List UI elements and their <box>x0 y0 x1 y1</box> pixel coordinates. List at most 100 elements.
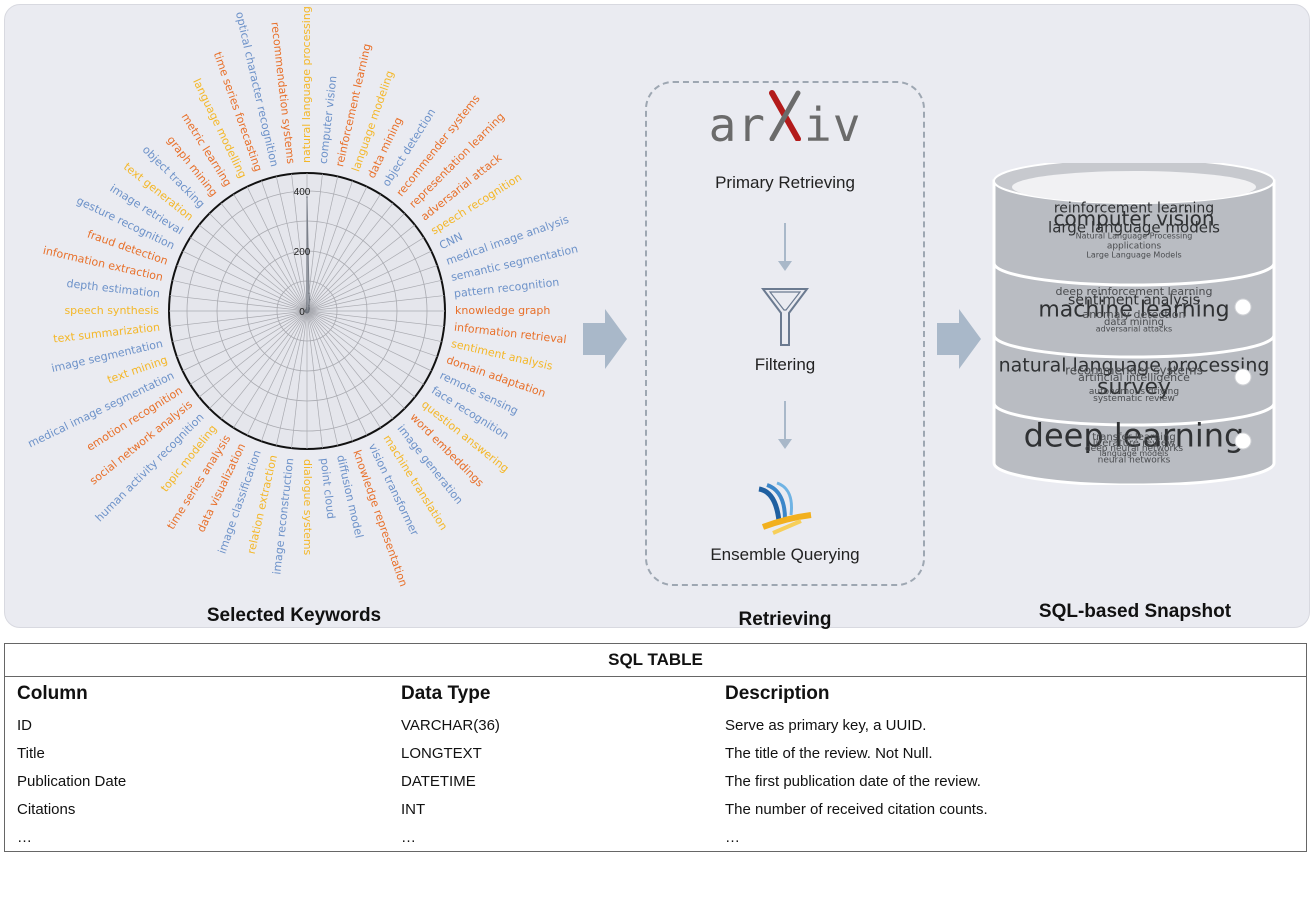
radar-spoke <box>198 224 308 312</box>
radar-spoke <box>169 295 308 312</box>
retrieving-box: ar iv Primary Retrieving Filtering <box>645 81 925 586</box>
radar-spoke <box>306 265 438 312</box>
radar-spoke <box>306 310 339 446</box>
cylinder-segment <box>992 261 1276 359</box>
arxiv-x-icon <box>766 90 804 145</box>
sql-snapshot-title: SQL-based Snapshot <box>1038 601 1232 622</box>
cylinder-dot-icon <box>1234 368 1252 386</box>
down-arrow-icon <box>778 401 792 449</box>
radar-spoke <box>306 310 394 420</box>
primary-retrieving-label: Primary Retrieving <box>715 173 855 192</box>
datatype-header: Data Type <box>401 683 491 704</box>
cloud-word: anomaly detection <box>1083 308 1186 321</box>
cloud-word: data mining <box>1104 317 1164 328</box>
flow-arrows <box>583 309 981 369</box>
radar-point <box>308 298 311 301</box>
cloud-word: artificial intelligence <box>1078 371 1190 384</box>
radar-spoke <box>169 310 308 327</box>
table-row: Title LONGTEXT The title of the review. … <box>5 739 1307 767</box>
radar-spoke <box>306 310 416 398</box>
radar-spoke <box>182 250 308 312</box>
radial-tick-label: 0 <box>299 307 305 318</box>
radar-spoke <box>306 310 445 327</box>
radar-spoke <box>291 173 308 312</box>
cloud-word: language models <box>1100 449 1169 458</box>
ensemble-querying-label: Ensemble Querying <box>710 545 860 564</box>
cloud-word: Natural Language Processing <box>1076 231 1193 240</box>
radar-spoke <box>306 176 339 312</box>
radial-tick-label: 200 <box>294 247 311 258</box>
table-cell: DATETIME <box>401 772 476 790</box>
radar-spoke <box>306 193 381 312</box>
arxiv-logo-right: iv <box>804 98 862 152</box>
radar-spoke <box>172 310 308 343</box>
table-row: ID VARCHAR(36) Serve as primary key, a U… <box>5 711 1307 739</box>
radar-spoke <box>306 310 442 343</box>
cylinder-dot-icon <box>1234 432 1252 450</box>
radar-spoke <box>306 310 368 436</box>
radar-spoke <box>246 310 308 436</box>
cylinder-segment <box>992 179 1276 287</box>
table-cell: VARCHAR(36) <box>401 716 500 734</box>
radar-spoke <box>306 310 405 409</box>
retrieving-title: Retrieving <box>738 609 832 630</box>
keyword-label: natural language processing <box>300 6 313 163</box>
radar-spoke <box>261 180 308 312</box>
radar-point <box>305 308 308 311</box>
cloud-word: sentiment analysis <box>1068 292 1200 308</box>
radar-spoke <box>306 310 425 385</box>
table-cell: Serve as primary key, a UUID. <box>725 716 927 734</box>
arrow-right-icon <box>583 309 627 369</box>
table-cell: The number of received citation counts. <box>725 800 988 818</box>
arrow-right-icon <box>937 309 981 369</box>
radar-spoke <box>220 202 308 312</box>
down-arrow-icon <box>778 223 792 271</box>
filtering-label: Filtering <box>754 355 816 374</box>
cloud-word: neural networks <box>1098 455 1171 465</box>
radar-spoke <box>275 176 308 312</box>
radar-spoke <box>306 310 323 449</box>
radar-spoke <box>306 180 353 312</box>
cloud-word: natural language processing <box>999 354 1270 376</box>
table-row: … … … <box>5 823 1307 852</box>
ensemble-query-icon <box>758 481 812 535</box>
table-cell: … <box>401 828 416 846</box>
radar-spoke <box>306 224 416 312</box>
radar-spoke <box>306 202 394 312</box>
radar-point <box>308 304 310 307</box>
cloud-word: deep neural networks <box>1085 444 1183 454</box>
cloud-word: autonomous driving <box>1089 387 1179 397</box>
keyword-label: dialogue systems <box>301 459 314 556</box>
table-cell: Title <box>17 744 45 762</box>
table-cell: ID <box>17 716 32 734</box>
description-header: Description <box>725 683 830 704</box>
cloud-word: adversarial attacks <box>1096 325 1172 334</box>
sql-table: SQL TABLE Column Data Type Description I… <box>4 643 1307 852</box>
radar-spoke <box>306 186 368 312</box>
radar-spoke <box>306 310 353 442</box>
radar-spoke <box>233 193 308 312</box>
cloud-word: computer vision <box>1053 207 1214 231</box>
radar-spoke <box>275 310 308 446</box>
radar-spoke <box>306 295 445 312</box>
cloud-word: applications <box>1107 242 1162 252</box>
cylinder-dot-icon <box>1234 298 1252 316</box>
cloud-word: literature review <box>1093 438 1175 449</box>
table-cell: … <box>725 828 740 846</box>
table-cell: … <box>17 828 32 846</box>
radar-point <box>306 196 308 198</box>
radar-point <box>305 307 308 309</box>
radar-spoke <box>291 310 308 449</box>
table-row: Citations INT The number of received cit… <box>5 795 1307 823</box>
table-cell: LONGTEXT <box>401 744 482 762</box>
table-cell: INT <box>401 800 426 818</box>
cloud-word: systematic review <box>1093 394 1175 404</box>
radar-spoke <box>176 310 308 357</box>
radar-spoke <box>306 279 442 312</box>
funnel-icon <box>761 288 809 346</box>
radar-spoke <box>189 237 308 312</box>
table-cell: Publication Date <box>17 772 127 790</box>
radar-spoke <box>306 310 381 429</box>
radial-tick-label: 400 <box>294 187 311 198</box>
